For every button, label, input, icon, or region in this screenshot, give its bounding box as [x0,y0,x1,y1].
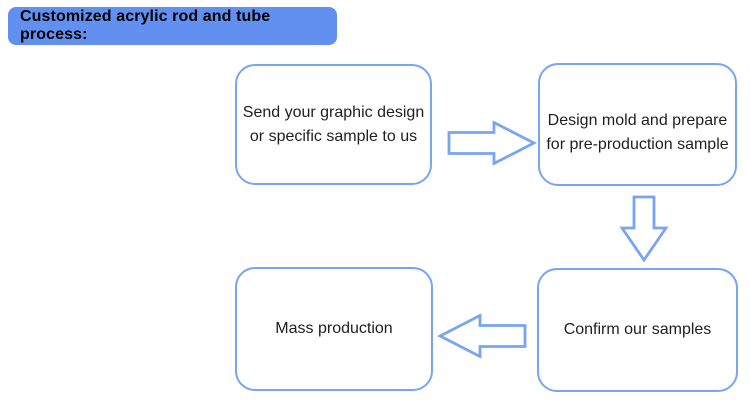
flow-box-design-mold: Design mold and prepare for pre-producti… [538,63,737,186]
left-arrow-icon [437,313,527,359]
flow-box-mass-production: Mass production [235,267,433,391]
flow-box-text-line: Design mold and prepare [547,111,728,129]
flow-box-send-design: Send your graphic design or specific sam… [235,64,432,185]
flowchart-title-banner: Customized acrylic rod and tube process: [8,7,337,45]
down-arrow-icon [620,195,668,263]
flow-box-text-line: Confirm our samples [563,321,712,338]
flow-box-text-line: for pre-production sample [546,135,729,153]
flow-box-text-line: or specific sample to us [249,127,418,145]
flowchart-title: Customized acrylic rod and tube process: [20,8,271,43]
flow-box-text-line: Send your graphic design [242,103,425,121]
flow-box-confirm-samples: Confirm our samples [537,268,738,392]
right-arrow-icon [447,120,537,166]
flow-box-text-line: Mass production [275,320,393,337]
